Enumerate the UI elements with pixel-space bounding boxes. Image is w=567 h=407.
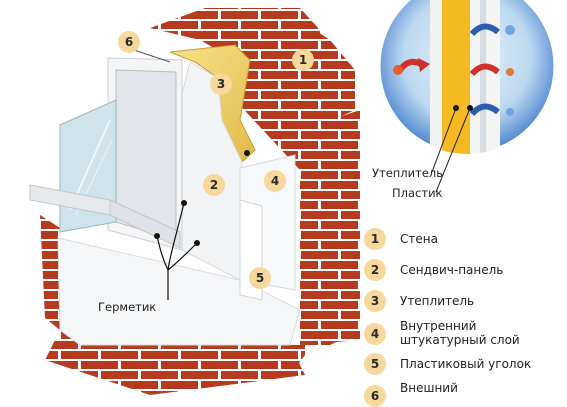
callout-badge-6: 6 bbox=[118, 31, 140, 53]
legend-item-2: 2 Сендвич-панель bbox=[364, 259, 503, 281]
legend-item-6: 6 Внешний bbox=[364, 381, 458, 407]
legend-badge: 6 bbox=[364, 385, 386, 407]
callout-badge-2: 2 bbox=[203, 174, 225, 196]
brick-wall-lower bbox=[40, 215, 305, 395]
legend-item-4: 4 Внутренний штукатурный слой bbox=[364, 319, 520, 347]
legend-badge: 2 bbox=[364, 259, 386, 281]
legend-item-1: 1 Стена bbox=[364, 228, 438, 250]
legend-badge: 5 bbox=[364, 353, 386, 375]
insulation-label: Утеплитель bbox=[372, 166, 444, 180]
legend-item-3: 3 Утеплитель bbox=[364, 290, 474, 312]
legend-text: Стена bbox=[400, 232, 438, 246]
callout-badge-1: 1 bbox=[292, 49, 314, 71]
callout-badge-3: 3 bbox=[210, 73, 232, 95]
brick-wall bbox=[150, 8, 360, 345]
sealant-label: Герметик bbox=[98, 300, 157, 314]
wall-section-inset bbox=[377, 0, 557, 193]
legend-text: Внешний bbox=[400, 381, 458, 395]
window-frame bbox=[29, 57, 183, 251]
legend-item-5: 5 Пластиковый уголок bbox=[364, 353, 531, 375]
legend-text: Внутренний штукатурный слой bbox=[400, 319, 520, 347]
callout-badge-4: 4 bbox=[264, 170, 286, 192]
legend-text: Пластиковый уголок bbox=[400, 357, 532, 371]
legend-badge: 3 bbox=[364, 290, 386, 312]
legend-text: Утеплитель bbox=[400, 294, 475, 308]
callout-badge-5: 5 bbox=[249, 267, 271, 289]
legend-badge: 1 bbox=[364, 228, 386, 250]
sealant-pointers bbox=[156, 202, 198, 300]
legend-text: Сендвич-панель bbox=[400, 263, 504, 277]
plastic-label: Пластик bbox=[392, 186, 443, 200]
insulation-layer bbox=[169, 44, 256, 163]
legend-badge: 4 bbox=[364, 323, 386, 345]
